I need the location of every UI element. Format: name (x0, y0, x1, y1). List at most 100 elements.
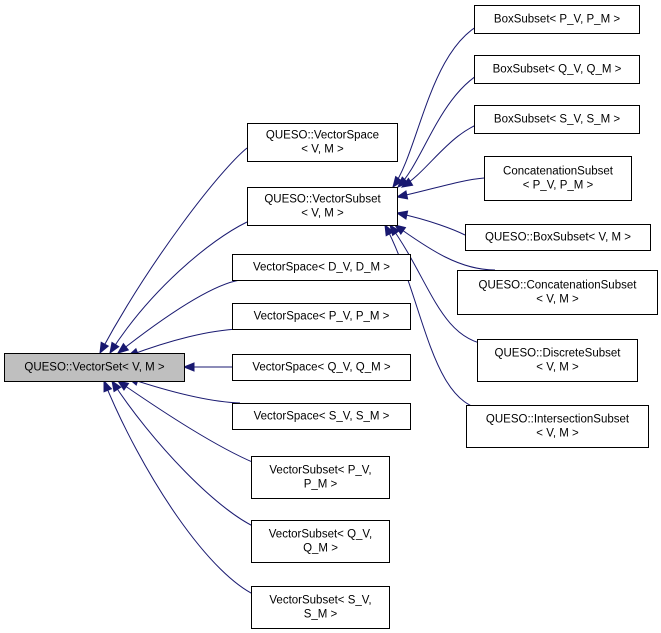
class-node-vsub_q[interactable]: VectorSubset< Q_V, Q_M > (251, 520, 390, 563)
node-box (477, 339, 638, 382)
node-label: VectorSpace< S_V, S_M > (254, 411, 390, 423)
node-label: < V, M > (536, 362, 579, 374)
edge-line (127, 377, 241, 404)
edge-line (99, 147, 248, 354)
node-label: S_M > (304, 609, 338, 621)
node-label: < V, M > (536, 294, 579, 306)
inheritance-arrow-box_p (392, 19, 491, 189)
node-label: BoxSubset< Q_V, Q_M > (493, 64, 622, 76)
node-box (251, 520, 390, 563)
class-node-intersectsubset[interactable]: QUESO::IntersectionSubset< V, M > (466, 405, 649, 448)
class-node-vectorspace[interactable]: QUESO::VectorSpace< V, M > (247, 123, 398, 162)
arrowhead-icon (384, 223, 395, 237)
node-label: < V, M > (301, 208, 344, 220)
node-box (247, 123, 398, 162)
node-label: VectorSpace< P_V, P_M > (254, 311, 390, 323)
node-box (474, 105, 640, 134)
inheritance-arrow-boxsubset (395, 210, 466, 236)
edge-line (396, 212, 466, 236)
inheritance-arrow-vsub_s (103, 379, 263, 599)
inheritance-arrow-vsub_p (116, 380, 263, 467)
node-box (251, 586, 390, 629)
node-label: QUESO::ConcatenationSubset (479, 280, 638, 292)
class-node-box_q[interactable]: BoxSubset< Q_V, Q_M > (474, 55, 640, 84)
node-box (232, 254, 411, 281)
node-box (232, 403, 411, 430)
node-box (457, 270, 658, 315)
node-box (465, 224, 651, 251)
class-node-vectorset[interactable]: QUESO::VectorSet< V, M > (4, 353, 185, 382)
edge-line (392, 19, 491, 188)
node-label: P_M > (304, 479, 338, 491)
arrowhead-icon (392, 175, 404, 189)
node-label: < V, M > (536, 428, 579, 440)
class-node-discretesubset[interactable]: QUESO::DiscreteSubset< V, M > (477, 339, 638, 382)
edge-line (117, 380, 263, 467)
node-box (251, 456, 390, 499)
node-label: QUESO::VectorSubset (264, 194, 381, 206)
node-label: VectorSubset< Q_V, (269, 529, 372, 541)
node-label: BoxSubset< S_V, S_M > (494, 114, 620, 126)
node-label: Q_M > (303, 543, 338, 555)
inheritance-arrow-vectorspace (99, 147, 248, 355)
arrowhead-icon (395, 210, 409, 220)
class-node-vsub_s[interactable]: VectorSubset< S_V, S_M > (251, 586, 390, 629)
arrowhead-icon (111, 379, 122, 393)
inheritance-arrow-concat_p (395, 177, 485, 200)
class-node-box_p[interactable]: BoxSubset< P_V, P_M > (474, 5, 640, 34)
node-label: VectorSubset< S_V, (269, 595, 371, 607)
edge-line (117, 279, 241, 354)
node-label: < P_V, P_M > (523, 180, 594, 192)
node-box (474, 55, 640, 84)
arrowhead-icon (109, 341, 120, 355)
arrowhead-icon (400, 177, 414, 188)
class-node-vs_s[interactable]: VectorSpace< S_V, S_M > (232, 403, 411, 430)
edge-line (111, 380, 263, 531)
node-label: QUESO::BoxSubset< V, M > (485, 232, 631, 244)
node-label: QUESO::DiscreteSubset (495, 348, 622, 360)
edge-line (389, 224, 491, 346)
node-label: QUESO::IntersectionSubset (486, 414, 630, 426)
class-node-vs_p[interactable]: VectorSpace< P_V, P_M > (232, 303, 411, 330)
node-label: ConcatenationSubset (503, 166, 614, 178)
class-node-concatsubset[interactable]: QUESO::ConcatenationSubset< V, M > (457, 270, 658, 315)
node-box (232, 303, 411, 330)
node-box (4, 353, 185, 382)
class-node-vs_d[interactable]: VectorSpace< D_V, D_M > (232, 254, 411, 281)
node-box (466, 405, 649, 448)
class-node-vsub_p[interactable]: VectorSubset< P_V, P_M > (251, 456, 390, 499)
node-label: QUESO::VectorSet< V, M > (24, 362, 164, 374)
node-box (484, 156, 632, 201)
inheritance-arrow-vectorsubset (109, 221, 248, 355)
inheritance-arrow-vs_d (116, 279, 241, 354)
arrowhead-icon (397, 176, 409, 188)
node-label: VectorSpace< D_V, D_M > (253, 262, 390, 274)
edge-line (127, 328, 241, 357)
class-node-concat_p[interactable]: ConcatenationSubset < P_V, P_M > (484, 156, 632, 201)
arrowhead-icon (103, 379, 113, 393)
node-label: VectorSubset< P_V, (269, 465, 371, 477)
edge-line (109, 221, 248, 354)
arrowhead-icon (182, 362, 195, 372)
node-box (232, 354, 411, 381)
inheritance-arrow-vsub_q (111, 379, 263, 531)
arrowhead-icon (395, 190, 409, 200)
node-box (247, 187, 398, 226)
node-label: VectorSpace< Q_V, Q_M > (252, 362, 391, 374)
class-node-vectorsubset[interactable]: QUESO::VectorSubset< V, M > (247, 187, 398, 226)
edge-line (394, 224, 496, 271)
class-node-box_s[interactable]: BoxSubset< S_V, S_M > (474, 105, 640, 134)
arrowhead-icon (99, 341, 110, 355)
node-label: BoxSubset< P_V, P_M > (494, 14, 620, 26)
arrowhead-icon (116, 380, 130, 391)
inheritance-arrow-vs_q (182, 362, 232, 372)
node-label: < V, M > (301, 144, 344, 156)
edge-line (103, 380, 263, 599)
node-label: QUESO::VectorSpace (266, 130, 379, 142)
nodes: QUESO::VectorSet< V, M > QUESO::VectorSpa… (4, 5, 658, 629)
node-box (474, 5, 640, 34)
arrowhead-icon (116, 342, 130, 354)
class-node-vs_q[interactable]: VectorSpace< Q_V, Q_M > (232, 354, 411, 381)
class-node-boxsubset[interactable]: QUESO::BoxSubset< V, M > (465, 224, 651, 251)
